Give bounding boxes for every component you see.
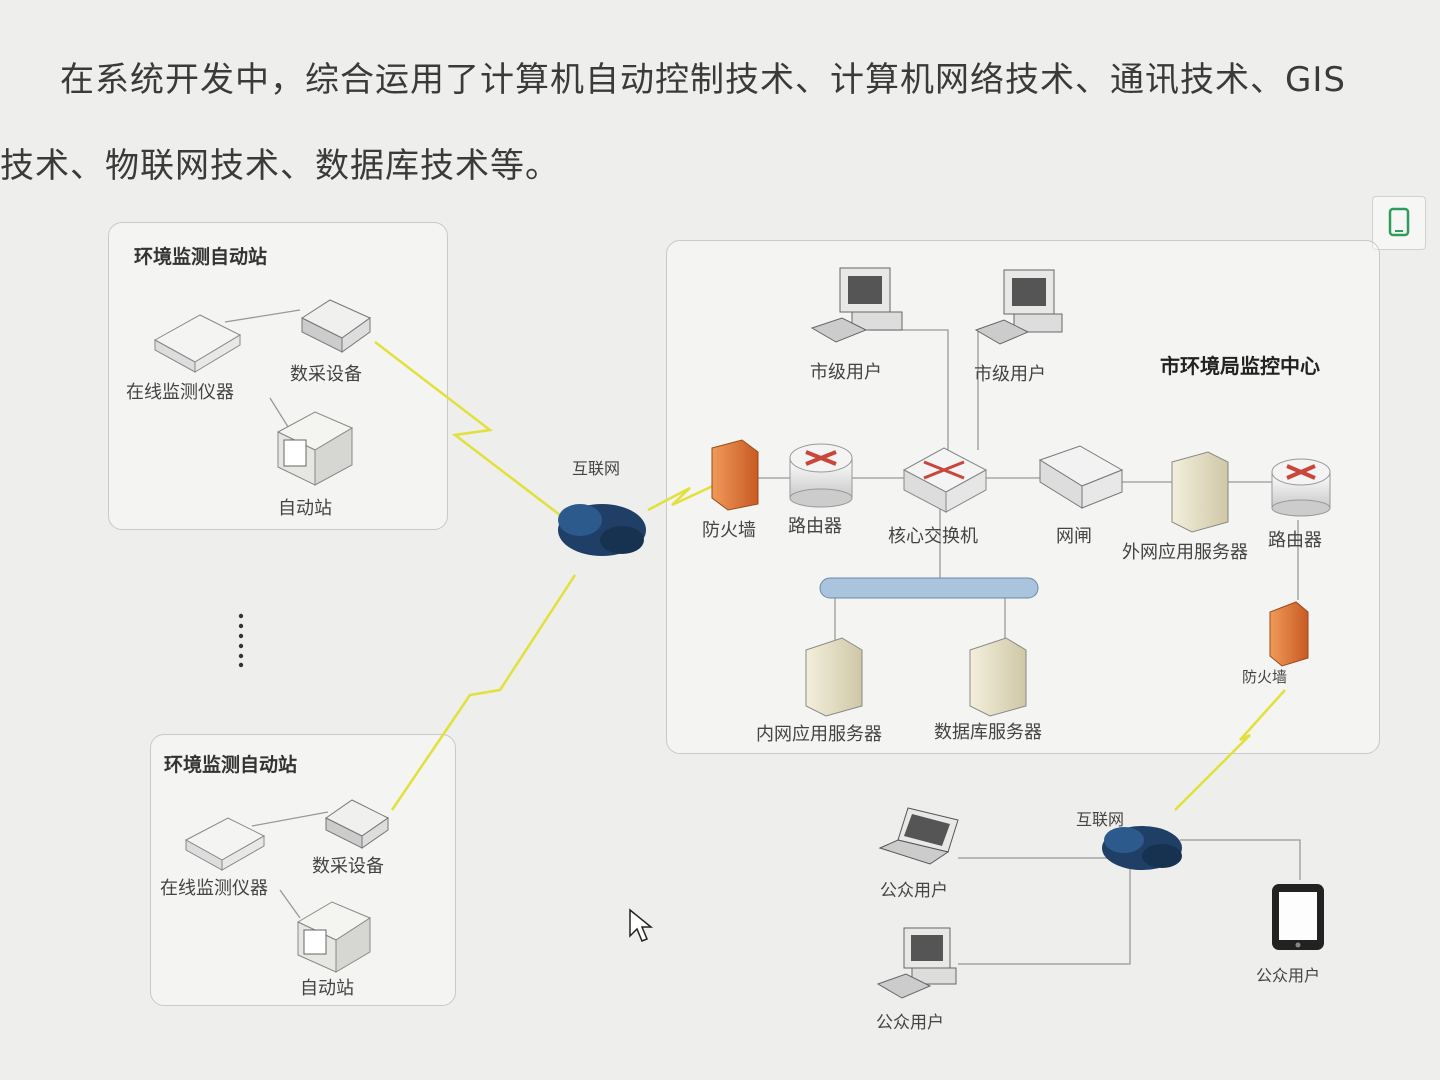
public-desktop-label: 公众用户 <box>876 1013 944 1033</box>
side-widget-button[interactable] <box>1372 196 1426 250</box>
city-user-1-label: 市级用户 <box>810 362 882 383</box>
firewall-label: 防火墙 <box>702 520 756 541</box>
public-laptop-label: 公众用户 <box>880 881 948 901</box>
internet-right-label: 互联网 <box>1076 810 1125 829</box>
ellipsis <box>236 612 248 672</box>
core-switch-label: 核心交换机 <box>888 526 978 547</box>
station-bottom-collector-label: 数采设备 <box>312 856 384 877</box>
paragraph-line-2: 技术、物联网技术、数据库技术等。 <box>0 146 560 186</box>
firewall-icon <box>711 439 759 511</box>
router-2-label: 路由器 <box>1268 530 1322 551</box>
db-server-label: 数据库服务器 <box>934 722 1042 743</box>
station-cabinet-icon <box>276 411 354 486</box>
lan-bus <box>819 577 1039 599</box>
gateway-label: 网闸 <box>1056 526 1092 547</box>
router-1-label: 路由器 <box>788 516 842 537</box>
firewall-icon <box>1269 601 1309 667</box>
cloud-icon <box>1102 826 1182 870</box>
ext-server-label: 外网应用服务器 <box>1122 542 1248 563</box>
switch-icon <box>902 447 988 513</box>
server-icon <box>1171 451 1229 533</box>
cloud-icon <box>558 504 646 556</box>
internet-left-label: 互联网 <box>572 459 621 478</box>
laptop-icon <box>878 807 959 865</box>
firewall-2-label: 防火墙 <box>1242 668 1288 686</box>
router-icon <box>789 443 853 508</box>
station-top-station-label: 自动站 <box>278 498 332 519</box>
desktop-icon <box>810 267 903 343</box>
public-tablet-label: 公众用户 <box>1256 966 1321 985</box>
lightning-icon <box>374 341 1286 811</box>
collector-icon <box>300 299 371 353</box>
gateway-icon <box>1038 445 1124 509</box>
collector-icon <box>325 799 389 849</box>
center-title: 市环境局监控中心 <box>1160 354 1320 378</box>
analyzer-icon <box>153 314 242 373</box>
station-top-collector-label: 数采设备 <box>290 364 362 385</box>
intranet-server-label: 内网应用服务器 <box>756 724 882 745</box>
tablet-icon <box>1388 207 1410 237</box>
paragraph-line-1: 在系统开发中，综合运用了计算机自动控制技术、计算机网络技术、通讯技术、GIS <box>60 60 1346 100</box>
analyzer-icon <box>184 817 266 871</box>
cursor-icon <box>628 908 654 948</box>
router-icon <box>1271 458 1331 517</box>
station-top-analyzer-label: 在线监测仪器 <box>126 382 234 403</box>
station-bottom-station-label: 自动站 <box>300 978 354 999</box>
city-user-2-label: 市级用户 <box>974 364 1046 385</box>
station-bottom-analyzer-label: 在线监测仪器 <box>160 878 268 899</box>
station-cabinet-icon <box>296 901 372 973</box>
station-bottom-title: 环境监测自动站 <box>164 754 298 776</box>
station-box-top <box>108 222 448 530</box>
station-box-bottom <box>150 734 456 1006</box>
tablet-icon <box>1272 884 1324 950</box>
server-icon <box>969 637 1027 717</box>
server-icon <box>805 637 863 717</box>
station-top-title: 环境监测自动站 <box>134 246 268 268</box>
desktop-icon <box>974 269 1063 345</box>
desktop-icon <box>876 927 957 999</box>
